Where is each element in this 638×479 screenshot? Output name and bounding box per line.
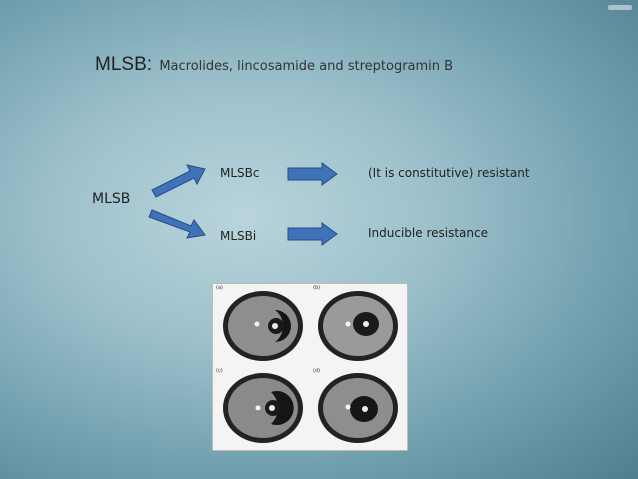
branch-bottom-label: MLSBi xyxy=(220,229,257,243)
result-bottom-label: Inducible resistance xyxy=(368,226,488,240)
arrow-right-bottom-icon xyxy=(287,222,338,246)
plate-b-image xyxy=(318,291,398,361)
plate-a-image xyxy=(223,291,303,361)
result-top-label: (It is constitutive) resistant xyxy=(368,166,530,180)
branch-top-label: MLSBc xyxy=(220,166,260,180)
panel-c-tag: (c) xyxy=(216,368,223,374)
slide-title: MLSB: Macrolides, lincosamide and strept… xyxy=(95,54,453,76)
panel-d-tag: (d) xyxy=(313,368,321,374)
panel-a: (a) xyxy=(213,284,309,366)
dtest-figure: (a) (b) (c) xyxy=(212,283,408,451)
panel-c: (c) xyxy=(213,367,309,449)
arrow-up-icon xyxy=(151,164,206,198)
panel-b: (b) xyxy=(310,284,406,366)
arrow-down-icon xyxy=(148,209,206,239)
panel-a-tag: (a) xyxy=(216,285,223,291)
title-subtitle: Macrolides, lincosamide and streptogrami… xyxy=(159,59,454,74)
slide-watermark xyxy=(608,5,632,10)
root-label: MLSB xyxy=(92,191,131,207)
panel-d: (d) xyxy=(310,367,406,449)
title-acronym: MLSB: xyxy=(95,54,153,75)
arrow-right-top-icon xyxy=(287,162,338,186)
panel-b-tag: (b) xyxy=(313,285,321,291)
plate-c-image xyxy=(223,373,303,443)
plate-d-image xyxy=(318,373,398,443)
